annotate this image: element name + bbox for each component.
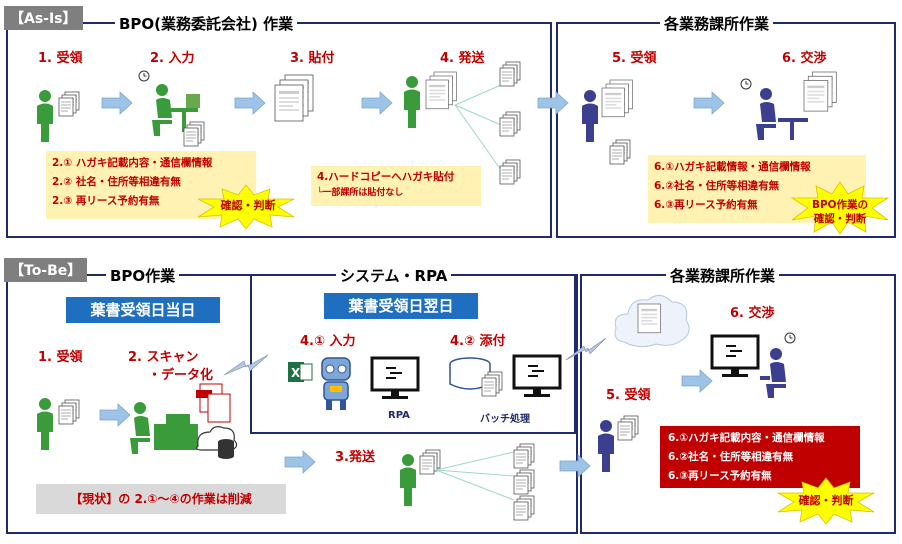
tobe-rpa-label: RPA <box>388 410 410 421</box>
asis-input-worker-icon <box>138 70 218 150</box>
asis-copy-note-line2: └一部課所は貼付なし <box>317 188 404 198</box>
asis-arrow-5-icon <box>693 91 725 115</box>
tobe-step-negotiate: 6. 交渉 <box>730 306 775 321</box>
tobe-dept-burst-text: 確認・判断 <box>798 494 854 507</box>
asis-arrow-1-icon <box>101 91 133 115</box>
tobe-lightning-1-icon <box>223 354 269 376</box>
asis-dept-title: 各業務課所作業 <box>660 13 774 34</box>
tobe-dept-burst-icon <box>776 477 876 525</box>
tobe-lightning-2-icon <box>565 337 607 361</box>
tobe-batch-db-icon <box>449 354 562 399</box>
tobe-banner-system: 葉書受領日翌日 <box>324 293 478 319</box>
tobe-dept-monitor-icon <box>710 334 760 379</box>
tobe-step-input: 4.① 入力 <box>300 334 356 349</box>
tobe-step-send: 3.発送 <box>335 450 375 465</box>
tobe-banner-bpo: 葉書受領日当日 <box>66 297 220 323</box>
tobe-dept-note-line1: 6.①ハガキ記載内容・通信欄情報 <box>668 432 825 444</box>
tobe-step-receive: 1. 受領 <box>38 350 83 365</box>
asis-arrow-2-icon <box>234 91 266 115</box>
tobe-cloud-docs-icon <box>614 295 690 348</box>
asis-copy-note-line1: 4.ハードコピーへハガキ貼付 <box>317 171 455 183</box>
tobe-arrow-2-icon <box>284 450 316 474</box>
asis-step-send: 4. 発送 <box>440 51 485 66</box>
asis-step-dept-receive: 5. 受領 <box>612 51 657 66</box>
asis-dept-note-line3: 6.③再リース予約有無 <box>654 199 758 211</box>
tobe-dept-note-line2: 6.②社名・住所等相違有無 <box>668 451 794 463</box>
tobe-arrow-4-icon <box>681 369 713 393</box>
tobe-tag: 【To-Be】 <box>4 258 88 282</box>
tobe-step-dept-receive: 5. 受領 <box>606 388 651 403</box>
tobe-negotiate-worker-icon <box>760 332 796 398</box>
tobe-rpa-monitor-icon <box>370 356 420 401</box>
svg-text:X: X <box>291 366 301 380</box>
asis-send-docs-1-icon <box>500 62 530 96</box>
tobe-step-digitize: ・データ化 <box>148 368 214 383</box>
tobe-scan-worker-icon <box>130 383 238 459</box>
tobe-bpo-title: BPO作業 <box>106 265 180 286</box>
asis-send-lines-icon <box>454 84 502 171</box>
asis-bpo-note-line2: 2.② 社名・住所等相違有無 <box>52 176 181 188</box>
asis-step-receive: 1. 受領 <box>38 51 83 66</box>
asis-bpo-burst-icon <box>197 184 295 230</box>
asis-bpo-title: BPO(業務委託会社) 作業 <box>115 13 298 34</box>
asis-dept-burst-text-2: 確認・判断 <box>813 213 867 225</box>
tobe-dept-receive-person-icon <box>598 416 646 472</box>
asis-step-paste: 3. 貼付 <box>290 51 335 66</box>
asis-tag: 【As-Is】 <box>4 6 83 30</box>
tobe-arrow-3-icon <box>559 454 591 478</box>
asis-dept-note-line2: 6.②社名・住所等相違有無 <box>654 180 780 192</box>
tobe-dept-note: 6.①ハガキ記載内容・通信欄情報 6.②社名・住所等相違有無 6.③再リース予約… <box>660 426 860 488</box>
asis-receive-person-icon <box>37 90 95 142</box>
tobe-system-title: システム・RPA <box>336 265 452 286</box>
asis-paste-docs-icon <box>275 75 335 145</box>
tobe-step-attach: 4.② 添付 <box>450 334 506 349</box>
tobe-send-lines-icon <box>435 451 515 501</box>
tobe-batch-label: バッチ処理 <box>480 414 530 425</box>
tobe-dept-title: 各業務課所作業 <box>666 265 780 286</box>
asis-dept-burst-text-1: BPO作業の <box>811 199 869 211</box>
asis-dept-burst-icon <box>790 181 890 235</box>
asis-copy-note: 4.ハードコピーへハガキ貼付 └一部課所は貼付なし <box>311 166 481 206</box>
tobe-excel-robot-icon: X <box>288 357 351 410</box>
tobe-step-scan: 2. スキャン <box>128 350 199 365</box>
tobe-current-note: 【現状】の 2.①～④の作業は削減 <box>36 484 286 514</box>
asis-bpo-note-line1: 2.① ハガキ記載内容・通信欄情報 <box>52 157 213 169</box>
tobe-send-docs-3-icon <box>514 496 544 526</box>
asis-step-negotiate: 6. 交渉 <box>782 51 827 66</box>
asis-dept-note-line1: 6.①ハガキ記載情報・通信欄情報 <box>654 161 811 173</box>
tobe-receive-person-icon <box>37 398 95 450</box>
asis-arrow-3-icon <box>361 91 393 115</box>
asis-bpo-note-line3: 2.③ 再リース予約有無 <box>52 195 160 207</box>
asis-step-input: 2. 入力 <box>150 51 195 66</box>
asis-send-docs-3-icon <box>500 160 530 194</box>
tobe-dept-note-line3: 6.③再リース予約有無 <box>668 470 772 482</box>
asis-arrow-4-icon <box>537 91 569 115</box>
asis-send-docs-2-icon <box>500 112 530 146</box>
asis-bpo-burst-text: 確認・判断 <box>220 199 276 212</box>
asis-negotiate-worker-icon <box>740 72 850 140</box>
